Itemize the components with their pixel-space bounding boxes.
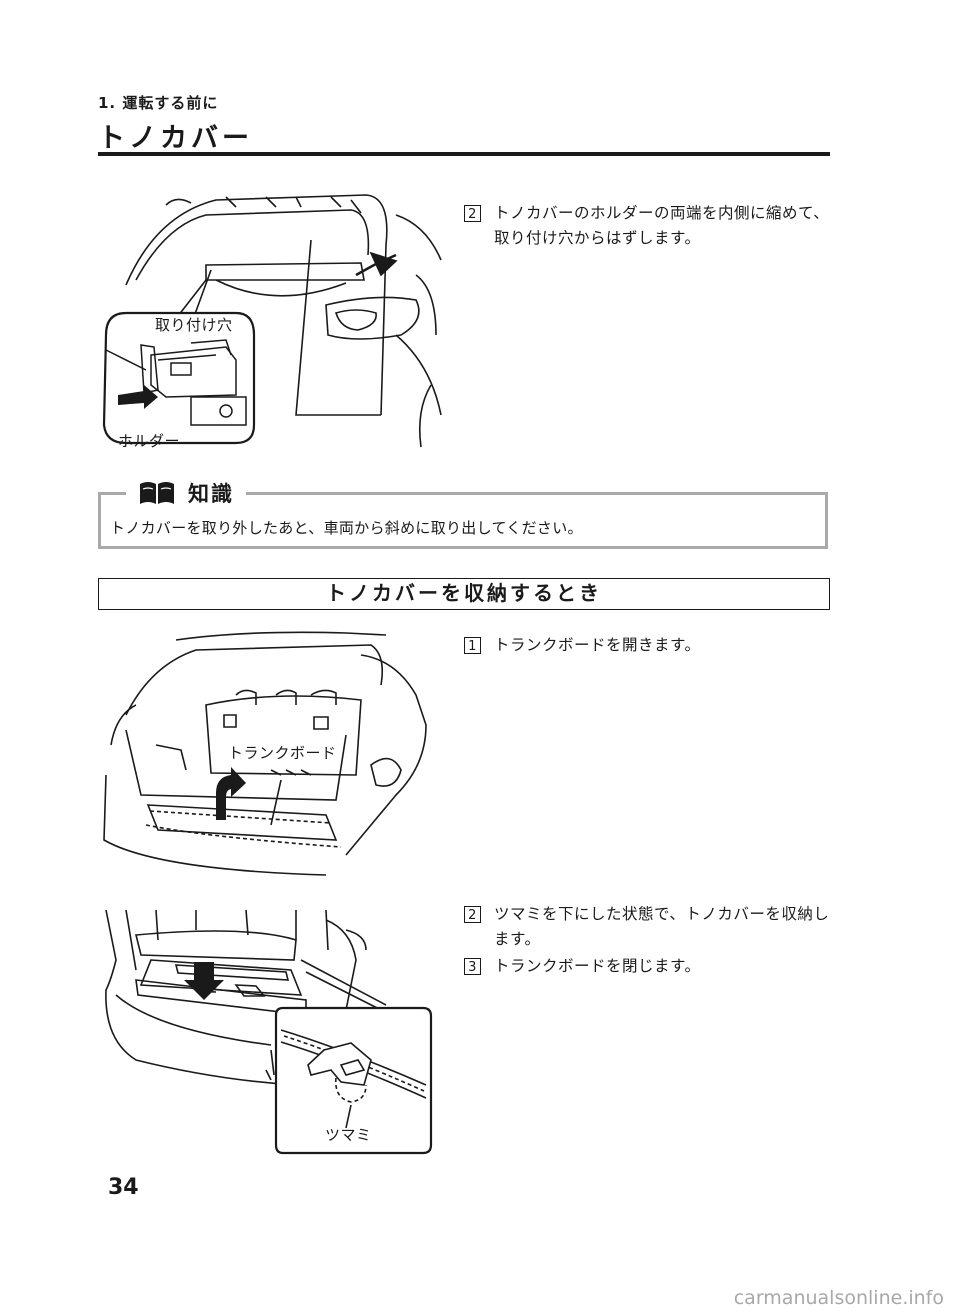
illustration-trunk-board <box>103 631 427 876</box>
section-label: 1. 運転する前に <box>98 94 219 112</box>
storage-heading: トノカバーを収納するとき <box>98 578 830 610</box>
page-number: 34 <box>108 1175 139 1200</box>
illustration-cover-removal <box>102 194 442 448</box>
step-text: トノカバーのホルダーの両端を内側に縮めて、取り付け穴からはずします。 <box>494 204 830 247</box>
knowledge-box <box>98 492 828 549</box>
removal-step-2: 2 トノカバーのホルダーの両端を内側に縮めて、取り付け穴からはずします。 <box>464 201 834 251</box>
step-number: 2 <box>464 205 481 222</box>
step-number: 1 <box>464 637 481 654</box>
step-text: ツマミを下にした状態で、トノカバーを収納します。 <box>494 905 830 948</box>
storage-step-3: 3 トランクボードを閉じます。 <box>464 954 834 979</box>
storage-step-1: 1 トランクボードを開きます。 <box>464 633 834 658</box>
knowledge-title: 知識 <box>188 482 234 506</box>
callout-knob: ツマミ <box>325 1126 372 1144</box>
storage-step-2: 2 ツマミを下にした状態で、トノカバーを収納します。 <box>464 902 834 952</box>
illustration-cover-storage <box>105 909 433 1155</box>
watermark: carmanualsonline.info <box>733 1287 944 1309</box>
callout-mounting-hole: 取り付け穴 <box>155 316 233 334</box>
knowledge-header: 知識 <box>126 478 246 508</box>
step-number: 2 <box>464 906 481 923</box>
book-icon <box>140 482 174 504</box>
step-text: トランクボードを閉じます。 <box>494 957 701 975</box>
step-text: トランクボードを開きます。 <box>494 636 701 654</box>
page-title: トノカバー <box>98 123 253 154</box>
knowledge-text: トノカバーを取り外したあと、車両から斜めに取り出してください。 <box>110 519 583 537</box>
callout-holder: ホルダー <box>118 432 181 450</box>
step-number: 3 <box>464 958 481 975</box>
callout-trunk-board: トランクボード <box>228 744 337 762</box>
title-rule <box>98 152 830 156</box>
